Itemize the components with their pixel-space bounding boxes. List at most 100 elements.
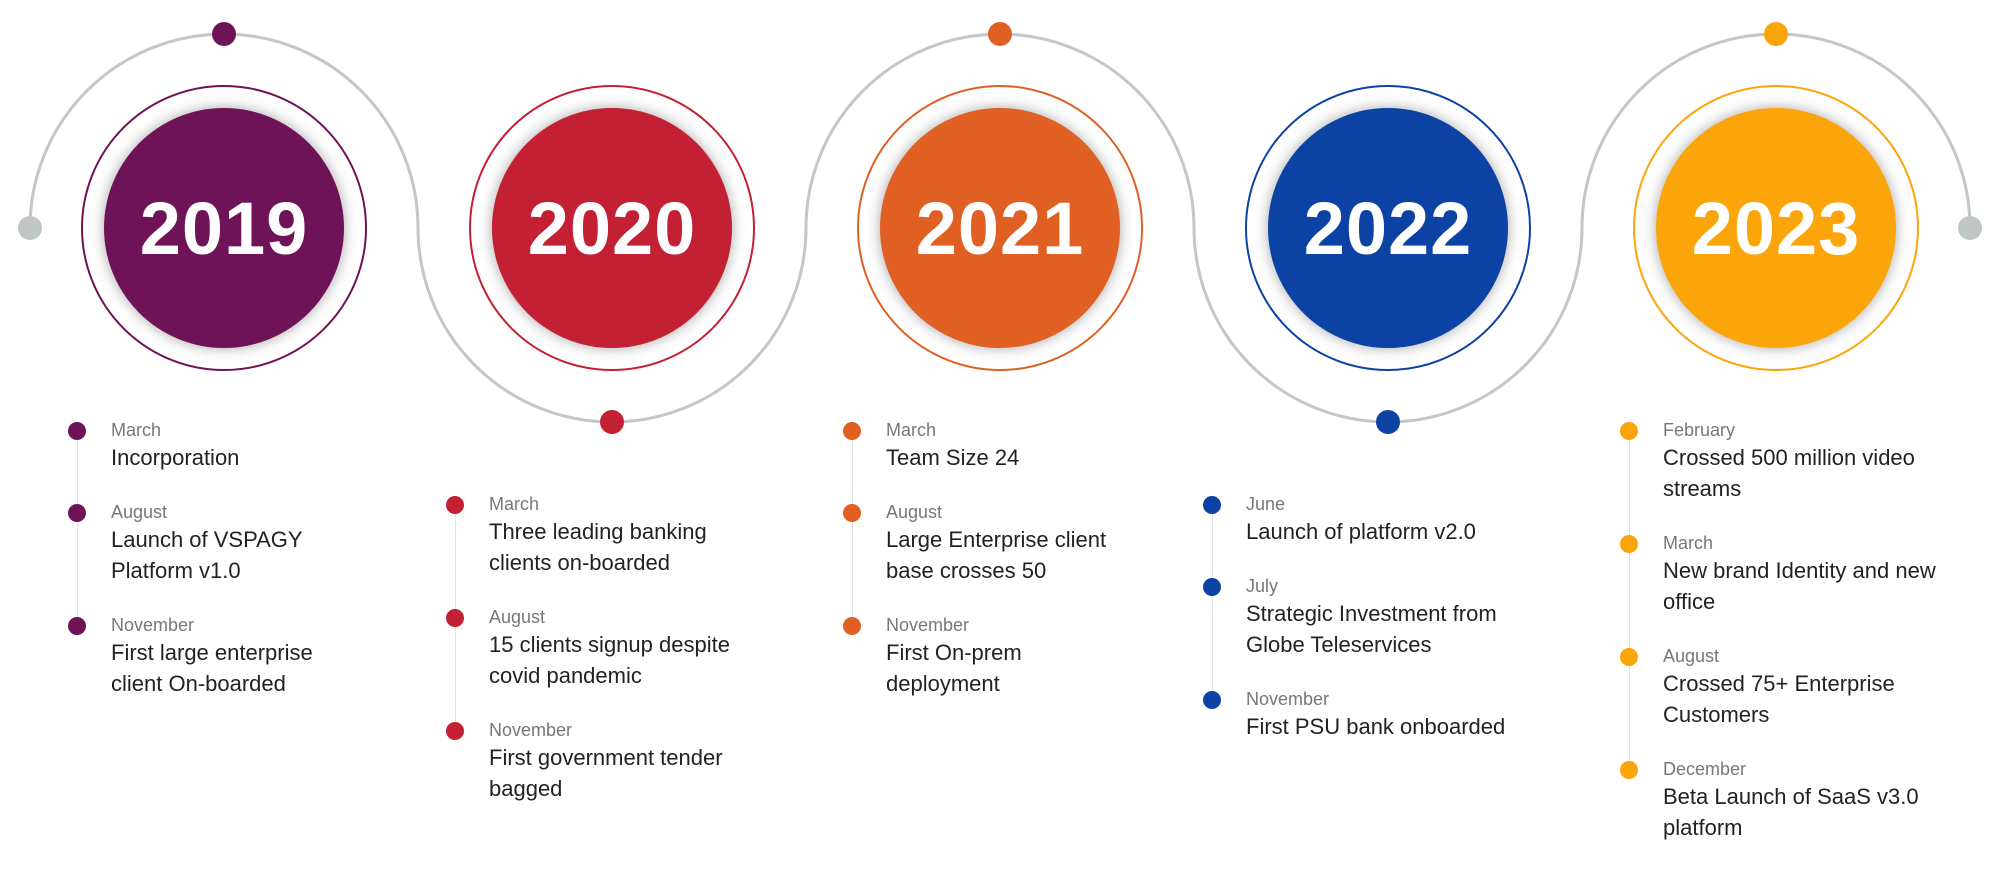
event-title-line: deployment [886,671,1000,696]
event-month: August [1663,646,1720,666]
event-title: Beta Launch of SaaS v3.0 platform [1663,781,1936,843]
list-connector [1212,504,1213,699]
bullet-dot-icon [68,422,86,440]
event-title: Three leading banking clients on-boarded [489,516,730,578]
event-title: Crossed 500 million video streams [1663,442,1936,504]
event-month: November [111,615,195,635]
list-connector [1629,430,1630,769]
event-item: August 15 clients signup despite covid pan… [446,605,730,691]
event-title-line: covid pandemic [489,663,642,688]
event-title-line: streams [1663,476,1742,501]
event-title-line: 15 clients signup despite [489,632,730,657]
year-fill: 2020 [492,108,732,348]
event-title-line: Crossed 75+ Enterprise [1663,671,1895,696]
year-fill: 2022 [1268,108,1508,348]
event-title: First large enterprise client On-boarded [111,637,313,699]
event-title-line: First large enterprise [111,640,313,665]
bullet-dot-icon [843,617,861,635]
bullet-dot-icon [1620,422,1638,440]
event-month: March [886,420,937,440]
bullet-dot-icon [446,722,464,740]
event-title-line: Platform v1.0 [111,558,241,583]
event-title-line: platform [1663,815,1743,840]
event-month: August [111,502,168,522]
event-month: November [886,615,970,635]
event-title: First government tender bagged [489,742,730,804]
event-title-line: Three leading banking [489,519,707,544]
event-month: February [1663,420,1736,440]
event-title-line: New brand Identity and new [1663,558,1936,583]
event-title-line: Incorporation [111,445,240,470]
event-title-line: base crosses 50 [886,558,1047,583]
event-title-line: Crossed 500 million video [1663,445,1915,470]
year-label: 2021 [915,186,1085,270]
event-month: August [886,502,943,522]
event-title-line: bagged [489,776,563,801]
year-fill: 2021 [880,108,1120,348]
bullet-dot-icon [1620,648,1638,666]
event-title-line: First PSU bank onboarded [1246,714,1506,739]
event-month: March [111,420,162,440]
bullet-dot-icon [68,504,86,522]
event-month: March [1663,533,1714,553]
bullet-dot-icon [843,504,861,522]
event-title-line: Customers [1663,702,1770,727]
list-connector [77,430,78,625]
event-title: Team Size 24 [886,442,1106,473]
year-label: 2023 [1691,186,1861,270]
bullet-dot-icon [1203,496,1221,514]
year-circle-2020: 2020 [469,85,755,371]
year-marker-dot [988,22,1012,46]
event-title: First On-prem deployment [886,637,1106,699]
event-title: 15 clients signup despite covid pandemic [489,629,730,691]
year-fill: 2019 [104,108,344,348]
year-marker-dot [1376,410,1400,434]
bullet-dot-icon [1620,761,1638,779]
list-connector [852,430,853,625]
year-circle-2023: 2023 [1633,85,1919,371]
event-month: December [1663,759,1747,779]
event-title-line: Beta Launch of SaaS v3.0 [1663,784,1919,809]
start-dot [18,216,42,240]
bullet-dot-icon [68,617,86,635]
year-marker-dot [212,22,236,46]
event-title-line: client On-boarded [111,671,286,696]
bullet-dot-icon [843,422,861,440]
event-title-line: Large Enterprise client [886,527,1107,552]
bullet-dot-icon [1203,578,1221,596]
event-title-line: Globe Teleservices [1246,632,1432,657]
event-title-line: Strategic Investment from [1246,601,1497,626]
year-circle-2019: 2019 [81,85,367,371]
event-title: Launch of platform v2.0 [1246,516,1505,547]
year-label: 2020 [527,186,697,270]
year-marker-dot [600,410,624,434]
event-month: June [1246,494,1286,514]
event-title-line: clients on-boarded [489,550,671,575]
bullet-dot-icon [1203,691,1221,709]
event-month: August [489,607,546,627]
year-marker-dot [1764,22,1788,46]
year-label: 2019 [139,186,309,270]
event-title-line: First On-prem [886,640,1022,665]
event-title: Large Enterprise client base crosses 50 [886,524,1106,586]
timeline-path [18,22,1982,434]
bullet-dot-icon [1620,535,1638,553]
event-title-line: First government tender [489,745,723,770]
